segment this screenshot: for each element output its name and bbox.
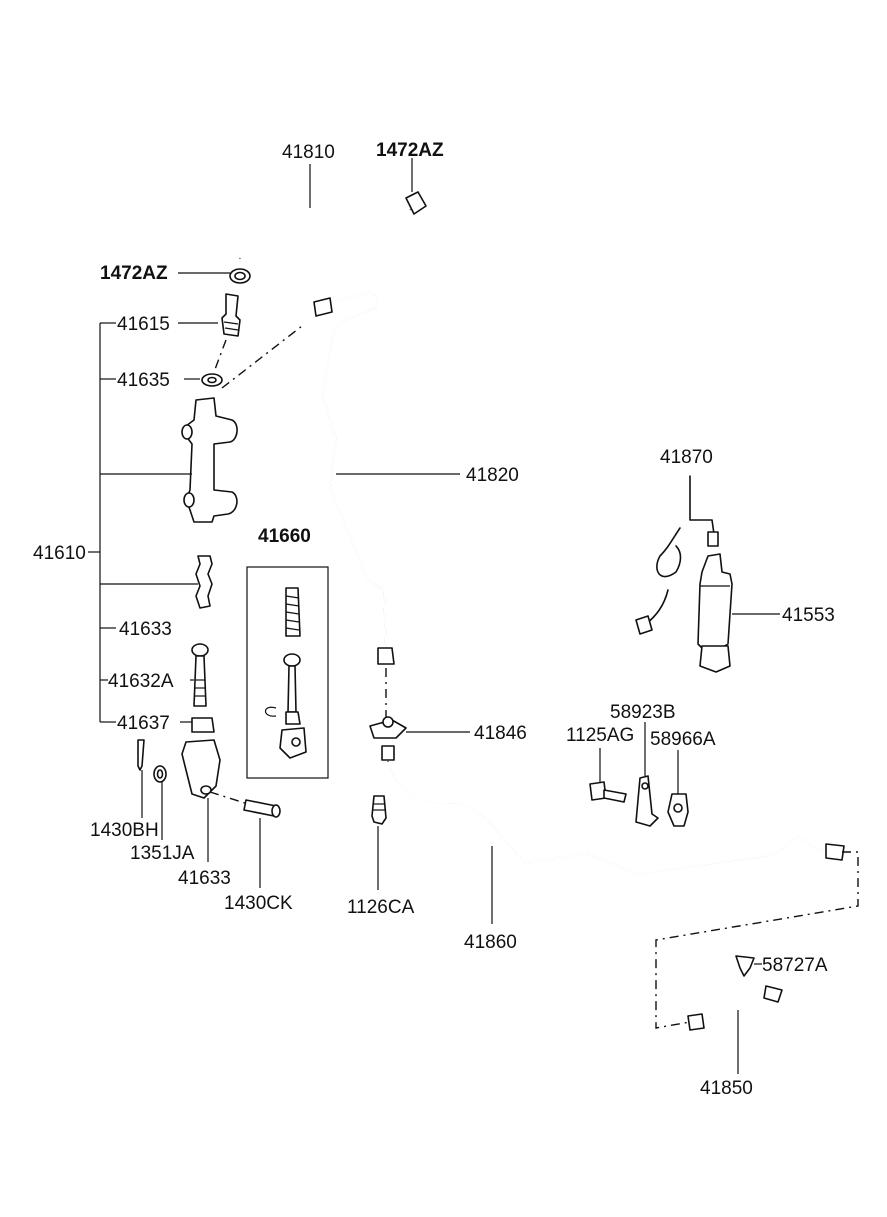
washer-41635 (201, 373, 223, 387)
label-1472az-left: 1472AZ (100, 263, 168, 284)
cylinder-body (181, 397, 238, 523)
label-1430bh: 1430BH (90, 820, 159, 841)
pipe-41820 (313, 290, 460, 665)
clevis-41633 (181, 739, 221, 799)
label-41633-b: 41633 (178, 868, 231, 889)
cylinder-41553 (697, 553, 780, 673)
washer-1351ja (153, 765, 167, 783)
clamp-1472az-left (178, 268, 251, 284)
label-41610: 41610 (33, 543, 86, 564)
label-41635: 41635 (117, 370, 170, 391)
piston-part (195, 555, 213, 609)
label-41633-a: 41633 (119, 619, 172, 640)
bolt-1125ag (589, 748, 627, 803)
nut-41637 (191, 717, 215, 733)
clip-58727a (735, 955, 762, 977)
label-1472az-top: 1472AZ (376, 140, 444, 161)
label-1125ag: 1125AG (566, 725, 634, 746)
part-58966a (667, 750, 689, 827)
pushrod-41632a (191, 643, 209, 707)
label-41660: 41660 (258, 526, 311, 547)
label-1430ck: 1430CK (224, 893, 293, 914)
label-41860: 41860 (464, 932, 517, 953)
label-41870: 41870 (660, 447, 713, 468)
label-41615: 41615 (117, 314, 170, 335)
kit-box-41660 (246, 566, 329, 779)
label-41820: 41820 (466, 465, 519, 486)
bolt-1126ca (371, 795, 387, 890)
bracket-58923b (635, 722, 659, 827)
pipe-41860 (387, 761, 845, 924)
fitting-41615 (221, 293, 241, 337)
label-41632a: 41632A (108, 671, 174, 692)
label-58727a: 58727A (762, 955, 828, 976)
label-41850: 41850 (700, 1078, 753, 1099)
label-58923b: 58923B (610, 702, 676, 723)
hose-41810 (237, 205, 413, 259)
label-41810: 41810 (282, 142, 335, 163)
switch-41870 (635, 475, 719, 635)
label-41553: 41553 (782, 605, 835, 626)
bolt-1430ck (243, 799, 281, 818)
clamp-1472az-top (405, 158, 427, 215)
bracket-41610 (88, 322, 261, 888)
label-1126ca: 1126CA (347, 897, 415, 918)
label-1351ja: 1351JA (130, 843, 195, 864)
connector-41846 (369, 716, 470, 761)
label-58966a: 58966A (650, 729, 716, 750)
hose-41850 (687, 985, 804, 1074)
label-41637: 41637 (117, 713, 170, 734)
pin-1430bh (137, 739, 145, 771)
label-41846: 41846 (474, 723, 527, 744)
